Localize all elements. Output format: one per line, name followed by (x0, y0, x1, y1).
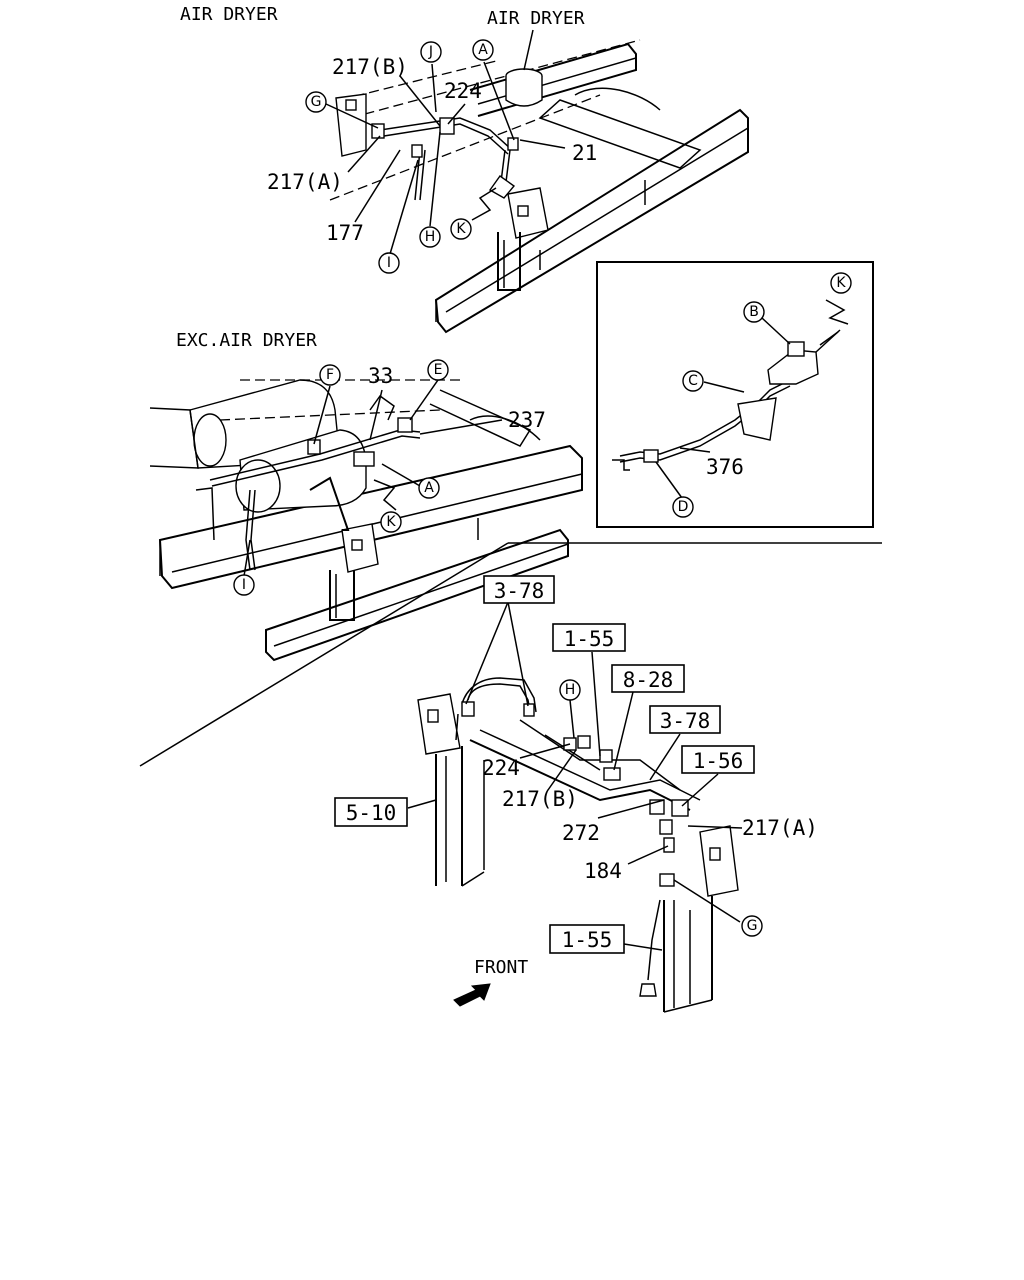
callout-21-top: 21 (572, 141, 597, 165)
svg-text:H: H (425, 229, 436, 245)
circle-C-inset: C (682, 370, 704, 392)
svg-text:3-78: 3-78 (660, 709, 711, 733)
exc-air-dryer-section-title: EXC.AIR DRYER (176, 330, 317, 351)
callout-217a-bottom: 217(A) (742, 816, 818, 840)
bottom-leader-lines (407, 601, 743, 951)
circle-B-inset: B (743, 301, 765, 323)
callout-217b-bottom: 217(B) (502, 787, 578, 811)
front-label: FRONT (474, 957, 528, 978)
svg-text:F: F (326, 367, 334, 383)
callout-376-inset: 376 (706, 455, 744, 479)
circle-J-top: J (420, 41, 442, 63)
callout-217b-top: 217(B) (332, 55, 408, 79)
detail-inset-box (596, 261, 874, 528)
svg-text:1-55: 1-55 (562, 928, 613, 952)
svg-text:A: A (478, 42, 488, 58)
svg-text:I: I (387, 255, 391, 271)
circle-A-mid: A (418, 477, 440, 499)
circle-H-top: H (419, 226, 441, 248)
top-frame-drawing (329, 39, 749, 334)
ref-box-1-56[interactable]: 1-56 (681, 745, 755, 774)
top-leader-lines (325, 29, 566, 255)
svg-text:K: K (386, 514, 396, 530)
circle-K-mid: K (380, 511, 402, 533)
svg-text:C: C (688, 373, 698, 389)
circle-G-bottom: G (741, 915, 763, 937)
callout-224-top: 224 (444, 79, 482, 103)
circle-I-mid: I (233, 574, 255, 596)
callout-237-mid: 237 (508, 408, 546, 432)
callout-33-mid: 33 (368, 364, 393, 388)
svg-text:1-55: 1-55 (564, 627, 615, 651)
circle-K-top: K (450, 218, 472, 240)
ref-box-3-78-b[interactable]: 3-78 (649, 705, 721, 734)
ref-box-3-78-a[interactable]: 3-78 (483, 575, 555, 604)
svg-text:G: G (747, 918, 758, 934)
svg-text:K: K (456, 221, 466, 237)
section-divider-diagonal (139, 542, 509, 767)
callout-272-bottom: 272 (562, 821, 600, 845)
ref-box-8-28[interactable]: 8-28 (611, 664, 685, 693)
svg-text:1-56: 1-56 (693, 749, 744, 773)
circle-A-top: A (472, 39, 494, 61)
front-arrow-icon (453, 983, 491, 1007)
inset-leader-lines (655, 317, 791, 499)
svg-text:G: G (311, 94, 322, 110)
air-dryer-section-title: AIR DRYER (180, 4, 278, 25)
svg-text:B: B (749, 304, 759, 320)
callout-air-dryer-tank: AIR DRYER (487, 8, 585, 29)
svg-text:A: A (424, 480, 434, 496)
svg-text:J: J (428, 44, 433, 60)
circle-D-inset: D (672, 496, 694, 518)
ref-box-5-10[interactable]: 5-10 (334, 797, 408, 827)
circle-F-mid: F (319, 364, 341, 386)
svg-text:D: D (678, 499, 689, 515)
svg-text:K: K (836, 275, 846, 291)
middle-leader-lines (243, 379, 503, 577)
bottom-frame-drawing (417, 677, 739, 1013)
circle-K-inset: K (830, 272, 852, 294)
svg-text:I: I (242, 577, 246, 593)
svg-text:H: H (565, 682, 576, 698)
callout-217a-top: 217(A) (267, 170, 343, 194)
ref-box-1-55-b[interactable]: 1-55 (549, 924, 625, 954)
ref-box-1-55-a[interactable]: 1-55 (552, 623, 626, 652)
svg-text:5-10: 5-10 (346, 801, 397, 825)
circle-H-bottom: H (559, 679, 581, 701)
circle-E-mid: E (427, 359, 449, 381)
circle-G-top: G (305, 91, 327, 113)
callout-224-bottom: 224 (482, 756, 520, 780)
svg-text:8-28: 8-28 (623, 668, 674, 692)
inset-drawing (612, 299, 849, 471)
svg-text:3-78: 3-78 (494, 579, 545, 603)
circle-I-top: I (378, 252, 400, 274)
callout-177-top: 177 (326, 221, 364, 245)
callout-184-bottom: 184 (584, 859, 622, 883)
middle-frame-drawing (149, 379, 583, 662)
svg-text:E: E (434, 362, 443, 378)
